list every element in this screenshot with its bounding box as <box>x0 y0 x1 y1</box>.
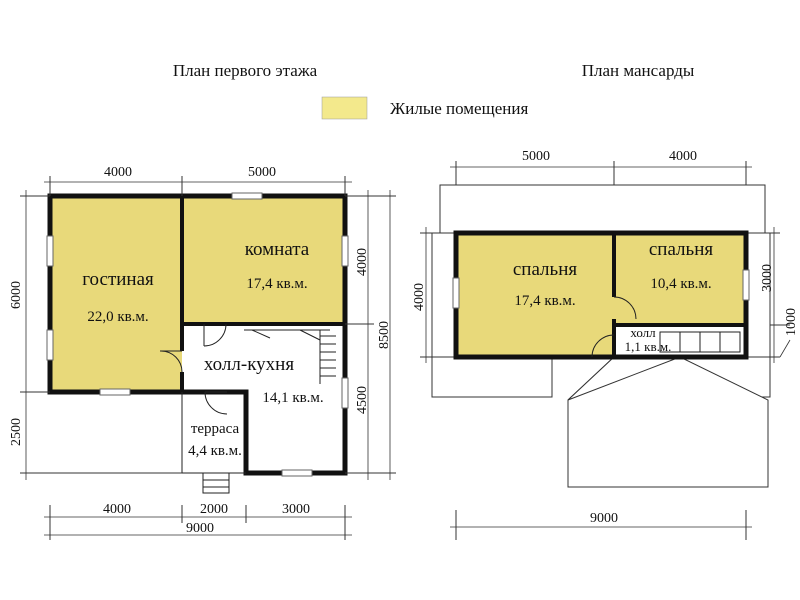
window <box>742 269 750 301</box>
roof-bottom-left <box>431 356 553 398</box>
dim-bottom-mid: 2000 <box>200 502 228 517</box>
dim-top-right: 5000 <box>248 165 276 180</box>
room-terrace-area: 4,4 кв.м. <box>188 443 242 459</box>
door-arc-terrace <box>204 391 228 415</box>
room-attic-hall-area: 1,1 кв.м. <box>625 339 672 354</box>
window <box>341 377 349 409</box>
dim-right-total: 8500 <box>377 321 392 349</box>
room-room-name: комната <box>245 239 310 260</box>
attic-dim-bottom-total: 9000 <box>590 511 618 526</box>
room-bedroom1-fill <box>456 233 614 357</box>
window <box>99 388 131 396</box>
room-living-fill <box>50 196 182 392</box>
roof-right <box>745 232 771 358</box>
room-bedroom2-name: спальня <box>649 239 714 260</box>
dim-right-upper: 4000 <box>355 248 370 276</box>
room-terrace-name: терраса <box>191 421 240 437</box>
room-bedroom2-fill <box>614 233 746 325</box>
room-bedroom1-name: спальня <box>513 259 578 280</box>
window <box>341 235 349 267</box>
door-arc-bedroom1 <box>591 334 615 358</box>
room-bedroom1-area: 17,4 кв.м. <box>514 293 575 309</box>
dim-left-upper: 6000 <box>9 281 24 309</box>
dim-bottom-left: 4000 <box>103 502 131 517</box>
roof-top <box>439 184 766 234</box>
legend-swatch <box>321 96 368 120</box>
dim-left-lower: 2500 <box>9 418 24 446</box>
attic-title: План мансарды <box>582 61 695 80</box>
door-arc-room <box>203 323 227 347</box>
attic-dim-top-right: 4000 <box>669 149 697 164</box>
attic-dim-top-left: 5000 <box>522 149 550 164</box>
window <box>452 277 460 309</box>
legend-label: Жилые помещения <box>390 99 528 118</box>
door-arc-hall <box>160 350 183 373</box>
room-hall-kitchen-area: 14,1 кв.м. <box>262 390 323 406</box>
room-bedroom2-area: 10,4 кв.м. <box>650 276 711 292</box>
ground-floor-plan: гостиная 22,0 кв.м. комната 17,4 кв.м. х… <box>9 165 396 540</box>
window <box>231 192 263 200</box>
ground-floor-title: План первого этажа <box>173 61 318 80</box>
door-arc-bedroom2 <box>613 296 637 320</box>
room-attic-hall-name: холл <box>630 325 656 340</box>
room-hall-kitchen-name: холл-кухня <box>204 354 294 375</box>
attic-dimensions <box>420 161 791 540</box>
dim-top-left: 4000 <box>104 165 132 180</box>
window <box>46 235 54 267</box>
room-living-area: 22,0 кв.м. <box>87 309 148 325</box>
attic-dim-right-lower: 1000 <box>784 308 799 336</box>
roof-left <box>431 232 457 358</box>
dim-bottom-right: 3000 <box>282 502 310 517</box>
attic-plan: спальня 17,4 кв.м. спальня 10,4 кв.м. хо… <box>412 149 799 540</box>
dim-right-lower: 4500 <box>355 386 370 414</box>
ground-dimensions <box>20 176 396 540</box>
window <box>281 469 313 477</box>
room-room-fill <box>182 196 345 324</box>
stairs-attic <box>659 331 741 353</box>
dim-bottom-total: 9000 <box>186 521 214 536</box>
room-room-area: 17,4 кв.м. <box>246 276 307 292</box>
attic-dim-left: 4000 <box>412 283 427 311</box>
window <box>46 329 54 361</box>
stairs-ground <box>244 329 336 384</box>
room-living-name: гостиная <box>82 269 154 290</box>
terrace-steps <box>202 472 230 494</box>
attic-dim-right-upper: 3000 <box>760 264 775 292</box>
